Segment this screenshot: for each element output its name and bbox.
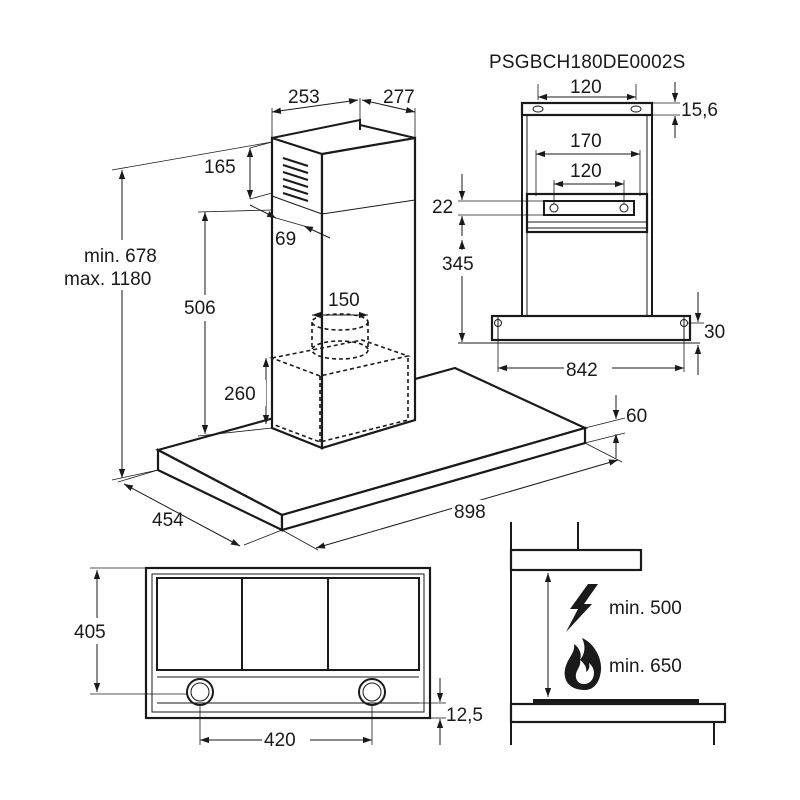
dim-top-hole-spacing: 120 bbox=[570, 77, 602, 98]
dim-chimney-height: 506 bbox=[184, 298, 216, 319]
vent-slots bbox=[282, 157, 309, 202]
dim-height-max: max. 1180 bbox=[64, 269, 151, 290]
flame-icon bbox=[564, 638, 602, 690]
clearance-electric: min. 500 bbox=[609, 598, 682, 619]
dim-bracket-height: 22 bbox=[432, 197, 453, 218]
dim-bracket-inner: 120 bbox=[570, 161, 602, 182]
dim-edge-offset: 12,5 bbox=[446, 705, 483, 726]
dim-canopy-thickness: 60 bbox=[626, 406, 647, 427]
bracket-view: PSGBCH180DE0002S 120 15,6 170 1 bbox=[432, 52, 725, 381]
dim-lamp-spacing: 420 bbox=[264, 730, 296, 751]
dim-vent-offset: 69 bbox=[275, 229, 296, 250]
dim-hole-spacing: 842 bbox=[566, 360, 598, 381]
dim-duct-depth: 277 bbox=[383, 87, 415, 108]
dim-depth: 454 bbox=[152, 510, 184, 531]
bottom-view: 405 420 12,5 bbox=[72, 566, 483, 752]
dim-bracket-outer: 170 bbox=[570, 131, 602, 152]
dim-top-offset: 15,6 bbox=[681, 100, 718, 121]
lightning-bolt-icon bbox=[566, 584, 598, 632]
clearance-gas: min. 650 bbox=[609, 656, 682, 677]
chimney bbox=[270, 118, 417, 450]
dim-bracket-to-hole: 345 bbox=[442, 254, 474, 275]
dim-duct-width: 253 bbox=[288, 87, 320, 108]
dim-motor-height: 260 bbox=[224, 384, 256, 405]
dim-vent-height: 165 bbox=[204, 157, 236, 178]
dim-hole-offset: 30 bbox=[704, 322, 725, 343]
clearance-view: min. 500 min. 650 bbox=[509, 522, 727, 745]
dim-bottom-depth: 405 bbox=[74, 622, 106, 643]
dim-width: 898 bbox=[454, 502, 486, 523]
dim-outlet-diameter: 150 bbox=[328, 290, 360, 311]
motor-box-dashed bbox=[269, 313, 411, 443]
main-iso-view: 253 277 165 69 min. 678 max. 1180 506 15… bbox=[64, 87, 647, 551]
dim-height-min: min. 678 bbox=[84, 246, 157, 267]
model-code: PSGBCH180DE0002S bbox=[489, 52, 685, 73]
